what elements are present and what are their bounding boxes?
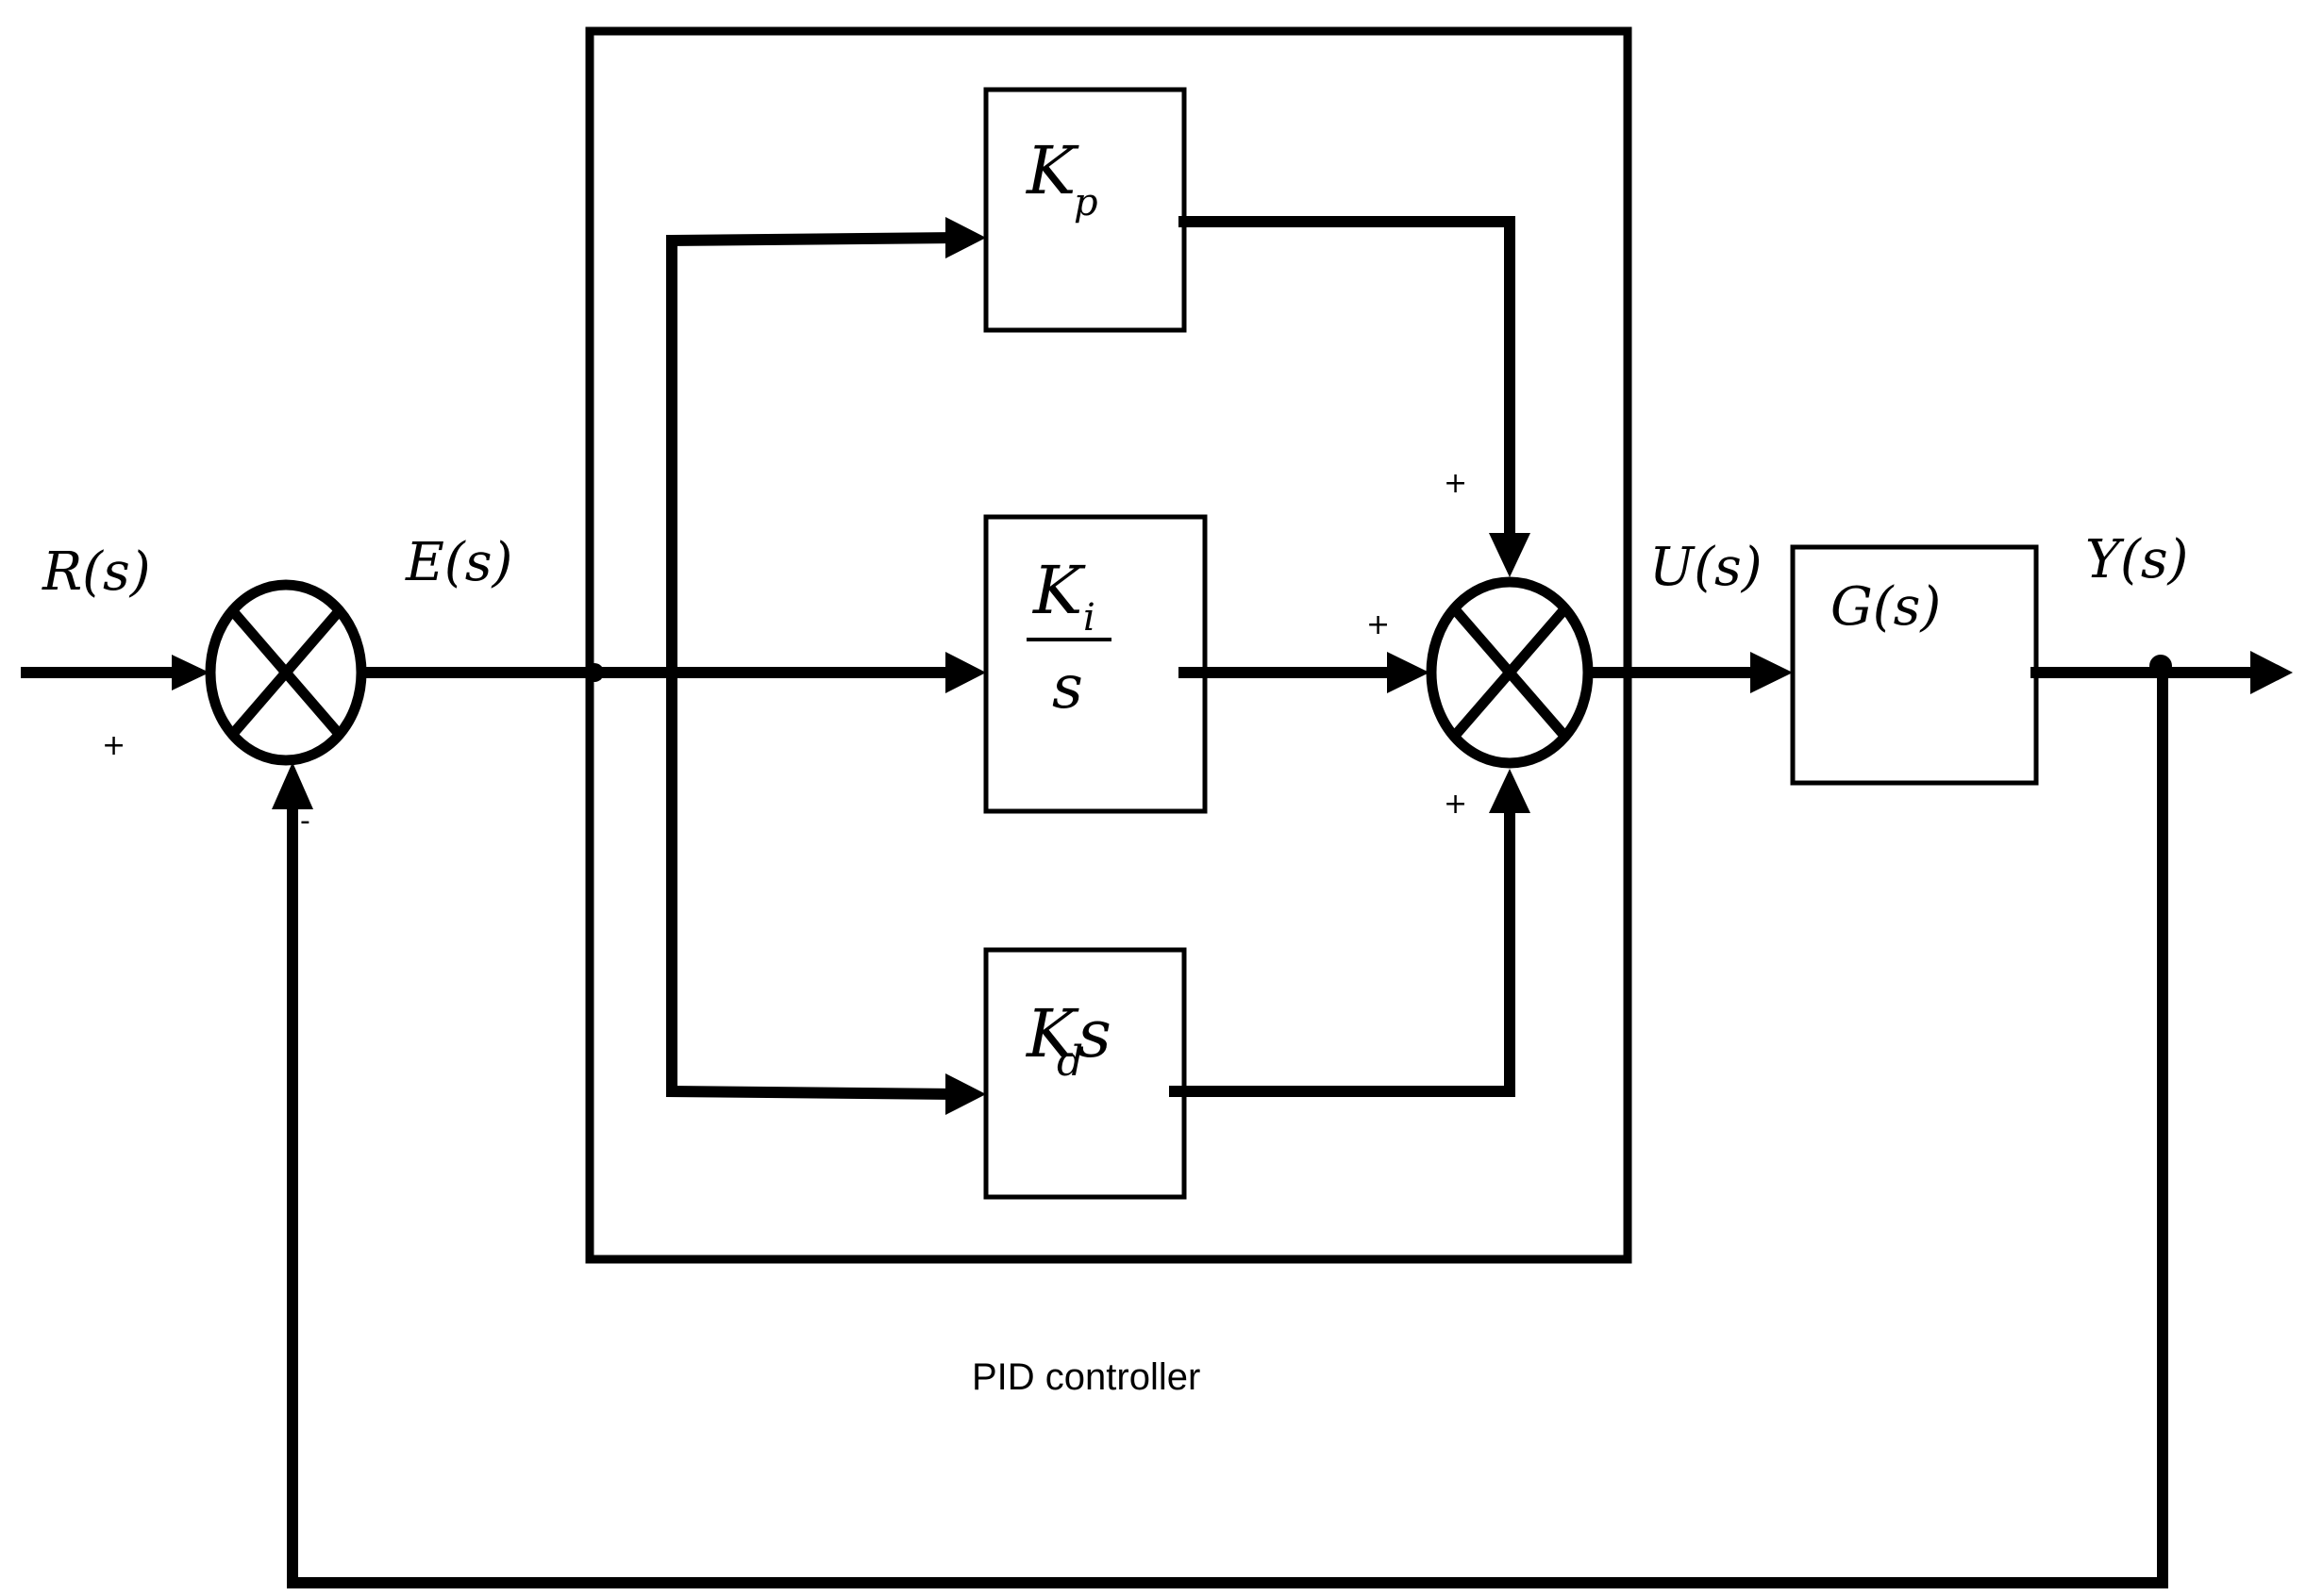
reference-arrowhead: [172, 655, 209, 690]
svg-text:K: K: [1025, 995, 1079, 1072]
summer-bottom-arrowhead: [1489, 769, 1530, 813]
ki-label: K i s: [1027, 552, 1111, 723]
svg-text:s: s: [1078, 995, 1111, 1072]
svg-text:K: K: [1031, 552, 1086, 629]
output-label: Y(s): [2085, 529, 2188, 590]
kp-input-line: [665, 231, 960, 247]
kp-output-line: [1178, 216, 1515, 543]
ki-arrowhead: [945, 652, 986, 693]
svg-text:i: i: [1083, 596, 1095, 640]
error-label: E(s): [405, 532, 512, 593]
reference-sign: +: [102, 729, 125, 762]
pid-controller-caption: PID controller: [972, 1356, 1200, 1398]
svg-text:d: d: [1057, 1038, 1083, 1086]
control-label: U(s): [1649, 537, 1763, 598]
feedback-sign: -: [300, 805, 310, 838]
plant-block: [1790, 544, 2039, 786]
kd-arrowhead: [945, 1073, 986, 1115]
summer-top-sign: +: [1444, 467, 1467, 500]
summer-left-arrowhead: [1387, 652, 1429, 693]
output-arrowhead: [2250, 651, 2293, 694]
input-summing-junction: [205, 579, 367, 766]
plant-label: G(s): [1830, 576, 1941, 638]
kp-arrowhead: [945, 217, 986, 258]
output-branch-dot: [2149, 655, 2172, 677]
pid-controller-frame: [585, 26, 1632, 1264]
ki-block: [983, 514, 1208, 814]
kd-output-line: [1169, 806, 1515, 1097]
plant-arrowhead: [1750, 652, 1793, 693]
kd-input-line: [665, 1085, 960, 1101]
summer-top-arrowhead: [1489, 533, 1530, 577]
reference-label: R(s): [42, 541, 151, 603]
output-summing-junction: [1426, 576, 1594, 769]
kd-label: K d s: [1025, 995, 1111, 1086]
kp-block: [983, 87, 1187, 333]
error-branch-dot: [585, 663, 604, 682]
kd-block: [983, 947, 1187, 1200]
kp-label: K p: [1025, 132, 1098, 224]
feedback-line: [287, 667, 2168, 1588]
feedback-arrowhead: [272, 762, 313, 809]
svg-text:K: K: [1025, 132, 1079, 209]
summer-bottom-sign: +: [1444, 788, 1467, 821]
summer-left-sign: +: [1366, 608, 1390, 641]
svg-text:p: p: [1074, 181, 1098, 224]
svg-text:s: s: [1052, 653, 1083, 723]
